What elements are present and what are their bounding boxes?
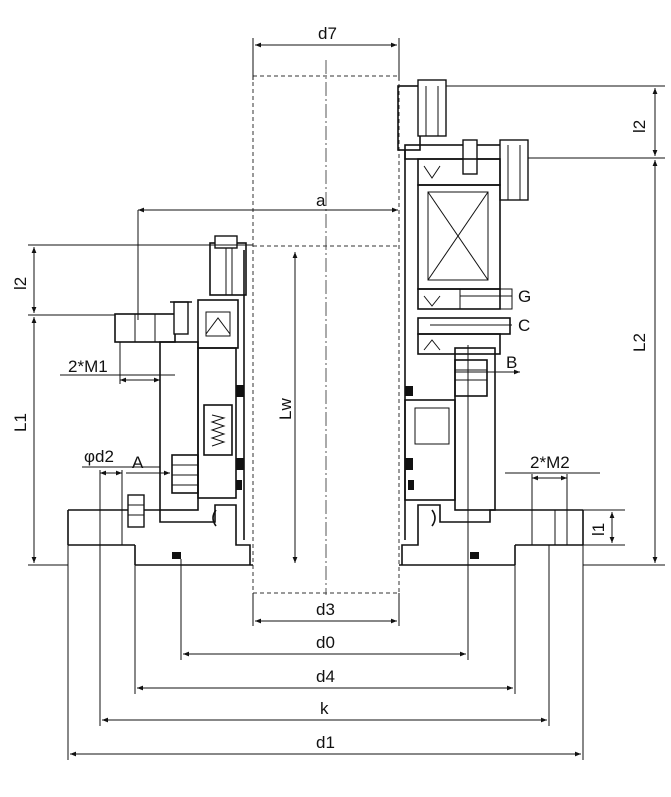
label-l2-left: l2 <box>11 277 30 290</box>
label-2M1: 2*M1 <box>68 357 108 376</box>
dim-l2-right: l2 <box>446 85 665 159</box>
label-a: a <box>316 191 326 210</box>
label-B: B <box>506 353 517 372</box>
label-2M2: 2*M2 <box>530 453 570 472</box>
dim-l2-left: l2 <box>11 244 253 316</box>
dim-l1: l1 <box>583 509 625 546</box>
dim-L2: L2 <box>583 160 665 566</box>
dim-d7: d7 <box>252 24 400 80</box>
gland-flange <box>67 494 584 566</box>
dim-2M2: 2*M2 <box>505 453 600 510</box>
label-C: C <box>518 316 530 335</box>
dim-a: a <box>138 191 398 213</box>
label-l1: l1 <box>589 523 608 536</box>
shaft-outline <box>252 60 400 595</box>
port-B: B <box>455 353 520 375</box>
left-housing <box>114 210 247 540</box>
dim-phi-d2: φd2 <box>82 447 160 510</box>
label-G: G <box>518 287 531 306</box>
port-G: G <box>460 287 531 306</box>
label-d7: d7 <box>318 24 337 43</box>
port-C: C <box>430 316 530 335</box>
dim-d4: d4 <box>134 565 516 694</box>
dim-k: k <box>99 545 550 726</box>
dim-d1: d1 <box>67 545 584 760</box>
label-k: k <box>320 699 329 718</box>
label-Lw: Lw <box>276 398 295 420</box>
dim-d0: d0 <box>180 345 469 660</box>
label-d1: d1 <box>316 733 335 752</box>
dim-Lw: Lw <box>276 252 298 563</box>
label-l2-right: l2 <box>630 120 649 133</box>
port-A: A <box>126 453 170 476</box>
label-phi-d2: φd2 <box>84 447 114 466</box>
label-d3: d3 <box>316 600 335 619</box>
dim-L1: L1 <box>11 317 68 566</box>
dim-d3: d3 <box>252 593 400 626</box>
label-L2: L2 <box>630 333 649 352</box>
label-d0: d0 <box>316 633 335 652</box>
right-housing <box>397 79 529 540</box>
label-L1: L1 <box>11 413 30 432</box>
label-d4: d4 <box>316 667 335 686</box>
dim-2M1: 2*M1 <box>60 342 175 384</box>
label-A: A <box>132 453 144 472</box>
